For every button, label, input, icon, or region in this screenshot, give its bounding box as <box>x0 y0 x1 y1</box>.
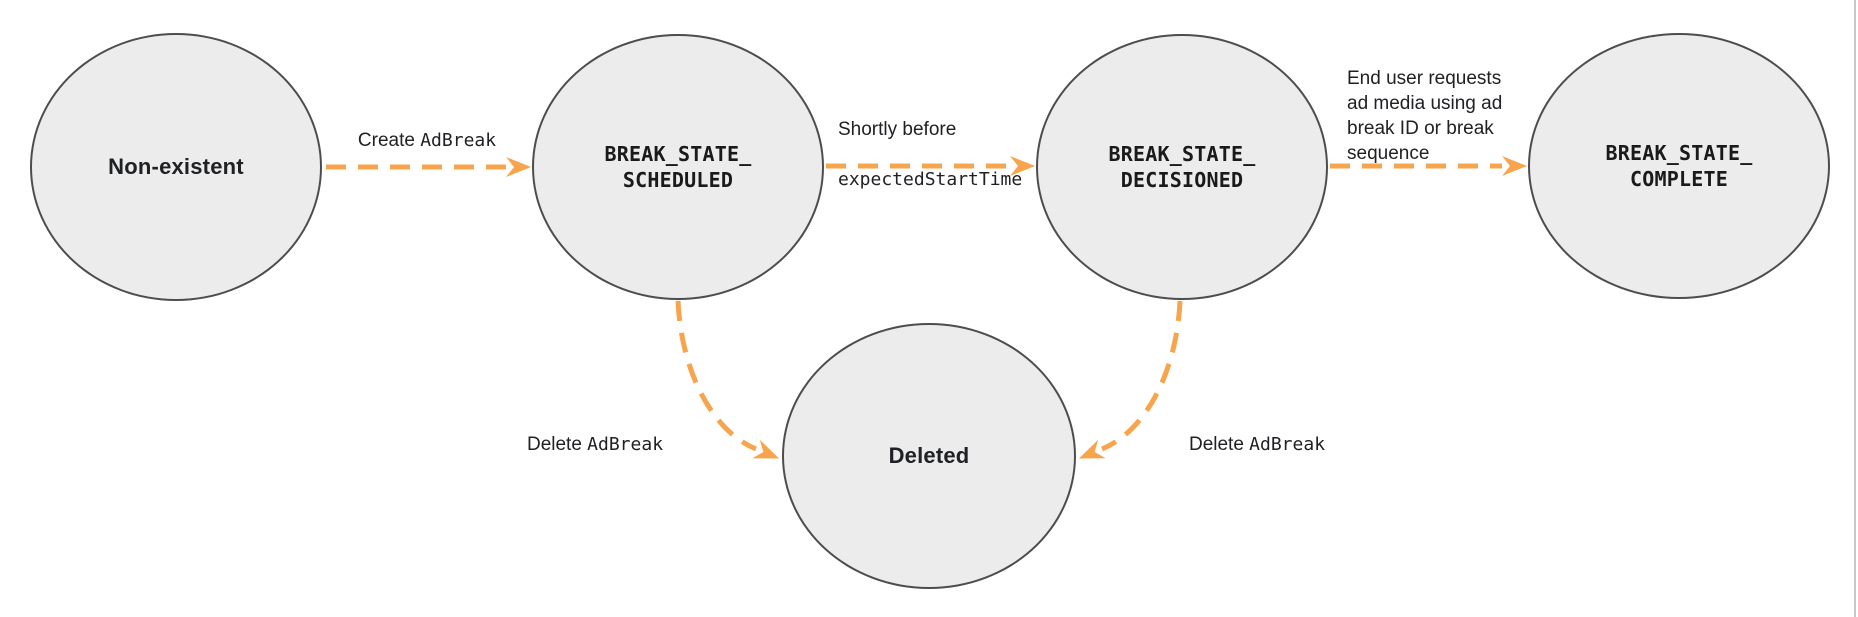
transition-label-end-user-text: End user requests ad media using ad brea… <box>1347 68 1503 164</box>
state-label-break-state-complete: BREAK_STATE_ COMPLETE <box>1605 141 1753 191</box>
transition-label-create-code: AdBreak <box>420 130 497 151</box>
transition-label-delete-adbreak-right: Delete AdBreak <box>1157 407 1357 457</box>
transition-label-end-user-requests: End user requests ad media using ad brea… <box>1347 41 1502 166</box>
transition-label-shortly-text: Shortly before <box>838 119 957 140</box>
transition-label-delete-adbreak-left: Delete AdBreak <box>495 407 695 457</box>
state-label-break-state-scheduled: BREAK_STATE_ SCHEDULED <box>604 142 752 192</box>
page-edge-divider <box>1854 0 1856 617</box>
state-label-deleted: Deleted <box>888 443 970 468</box>
transition-label-delete-right-text: Delete <box>1188 434 1250 455</box>
transition-label-create-adbreak: Create AdBreak <box>322 103 532 153</box>
state-node-deleted: Deleted <box>782 323 1076 589</box>
transition-label-create-text: Create <box>357 130 421 151</box>
transition-label-delete-left-code: AdBreak <box>587 434 664 455</box>
state-node-break-state-complete: BREAK_STATE_ COMPLETE <box>1528 33 1830 299</box>
transition-label-shortly-before: Shortly before expectedStartTime <box>838 92 1022 217</box>
state-node-non-existent: Non-existent <box>30 33 322 301</box>
state-node-break-state-decisioned: BREAK_STATE_ DECISIONED <box>1036 34 1328 300</box>
state-label-non-existent: Non-existent <box>108 154 244 179</box>
transition-label-shortly-code: expectedStartTime <box>838 169 1023 190</box>
transition-label-delete-right-code: AdBreak <box>1249 434 1326 455</box>
state-label-break-state-decisioned: BREAK_STATE_ DECISIONED <box>1108 142 1256 192</box>
transition-label-delete-left-text: Delete <box>526 434 588 455</box>
state-node-break-state-scheduled: BREAK_STATE_ SCHEDULED <box>532 34 824 300</box>
